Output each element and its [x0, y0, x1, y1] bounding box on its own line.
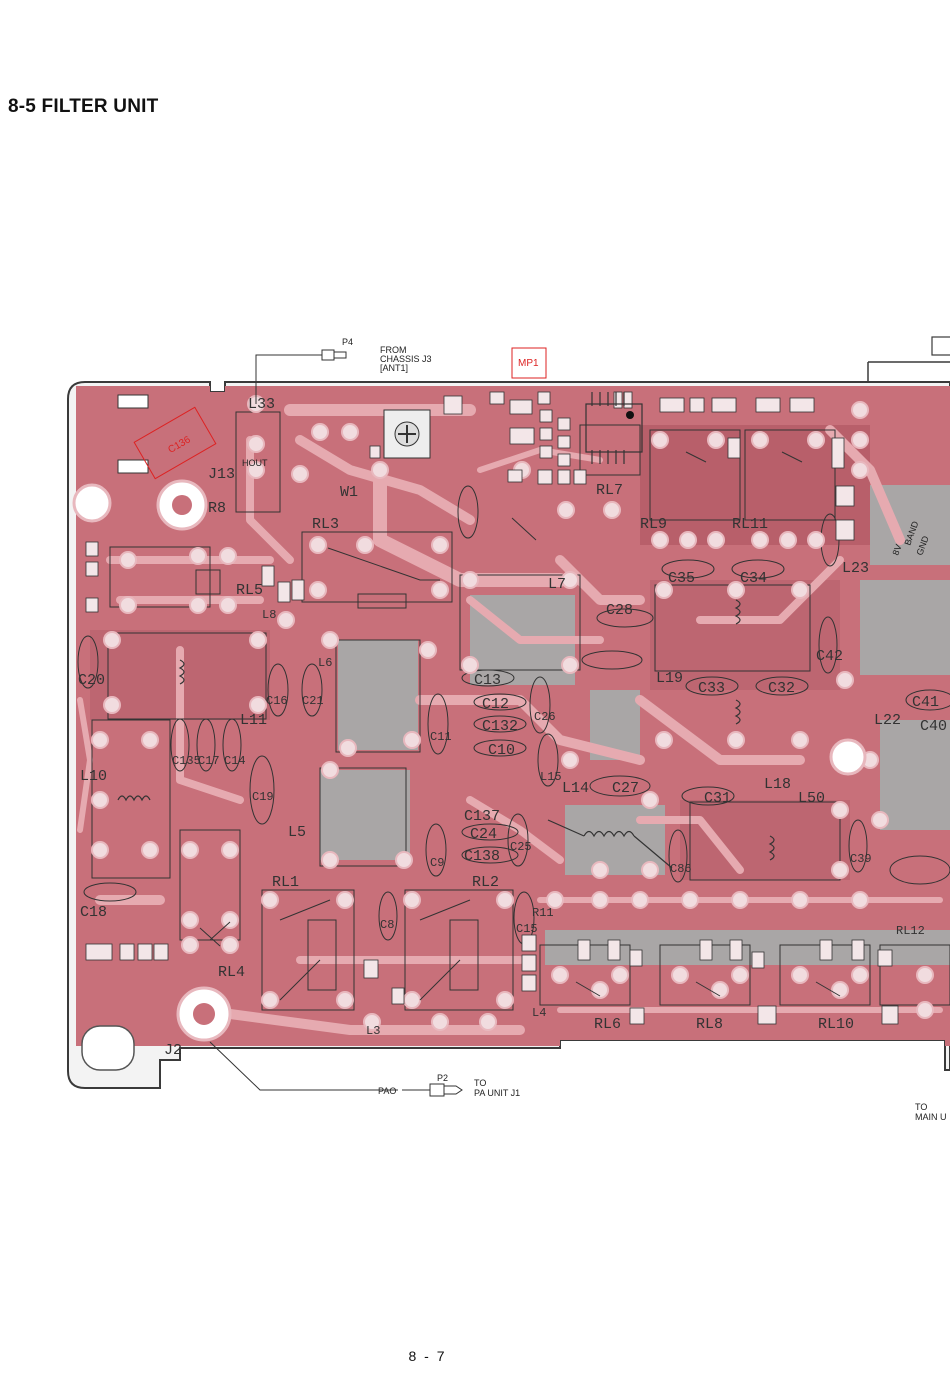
ref-c11: C11: [430, 730, 452, 744]
p2-left: PAO: [378, 1086, 396, 1096]
ref-c10: C10: [488, 742, 515, 759]
p4-id: P4: [342, 337, 353, 347]
p2-line1: TO: [474, 1078, 486, 1088]
p4-line3: [ANT1]: [380, 363, 408, 373]
ref-c25: C25: [510, 840, 532, 854]
ref-c132: C132: [482, 718, 518, 735]
ref-rl11: RL11: [732, 516, 768, 533]
ref-c14: C14: [224, 754, 246, 768]
ref-rl4: RL4: [218, 964, 245, 981]
ref-c137: C137: [464, 808, 500, 825]
ref-rl12: RL12: [896, 924, 925, 938]
ref-l33: L33: [248, 396, 275, 413]
ref-8v: 8V: [890, 543, 903, 557]
ref-rl10: RL10: [818, 1016, 854, 1033]
ground-block: [880, 720, 950, 830]
ref-c86: C86: [670, 862, 692, 876]
page-number: 8 - 7: [408, 1348, 447, 1364]
p2-id: P2: [437, 1073, 448, 1083]
main-line2: MAIN U: [915, 1112, 947, 1122]
ref-rl1: RL1: [272, 874, 299, 891]
ref-c16: C16: [266, 694, 288, 708]
ref-l8: L8: [262, 608, 276, 622]
ref-l4: L4: [532, 1006, 546, 1020]
ref-c19: C19: [252, 790, 274, 804]
ref-c32: C32: [768, 680, 795, 697]
ref-r8: R8: [208, 500, 226, 517]
ref-c9: C9: [430, 856, 444, 870]
ref-j13: J13: [208, 466, 235, 483]
ref-c39: C39: [850, 852, 872, 866]
ref-c31: C31: [704, 790, 731, 807]
ref-c18: C18: [80, 904, 107, 921]
ref-c33: C33: [698, 680, 725, 697]
p4-line1: FROM: [380, 345, 407, 355]
ref-c12: C12: [482, 696, 509, 713]
main-line1: TO: [915, 1102, 927, 1112]
ref-c17: C17: [198, 754, 220, 768]
ref-c21: C21: [302, 694, 324, 708]
ref-c27: C27: [612, 780, 639, 797]
ref-hout: HOUT: [242, 458, 268, 468]
ref-c13: C13: [474, 672, 501, 689]
ref-l50: L50: [798, 790, 825, 807]
ref-l23: L23: [842, 560, 869, 577]
ref-rl9: RL9: [640, 516, 667, 533]
ref-rl7: RL7: [596, 482, 623, 499]
ref-c40: C40: [920, 718, 947, 735]
ref-l18: L18: [764, 776, 791, 793]
ref-l19: L19: [656, 670, 683, 687]
ref-rl6: RL6: [594, 1016, 621, 1033]
ref-rl5: RL5: [236, 582, 263, 599]
ref-c35: C35: [668, 570, 695, 587]
ref-l10: L10: [80, 768, 107, 785]
ref-c24: C24: [470, 826, 497, 843]
ref-l11: L11: [240, 712, 267, 729]
ref-l15: L15: [540, 770, 562, 784]
ref-c8: C8: [380, 918, 394, 932]
p2-line2: PA UNIT J1: [474, 1088, 520, 1098]
silkscreen-labels: L33 J13 HOUT R8 W1 RL3 RL5 L8 L6 L7 C28 …: [78, 396, 947, 1059]
ground-block: [320, 770, 410, 860]
ref-l22: L22: [874, 712, 901, 729]
section-title: 8-5 FILTER UNIT: [8, 96, 159, 117]
mp1-label: MP1: [518, 358, 539, 369]
ref-l3: L3: [366, 1024, 380, 1038]
ref-l6: L6: [318, 656, 332, 670]
ref-c135: C135: [172, 754, 201, 768]
ref-l5: L5: [288, 824, 306, 841]
ref-c26: C26: [534, 710, 556, 724]
ref-rl3: RL3: [312, 516, 339, 533]
ref-c42: C42: [816, 648, 843, 665]
ref-c34: C34: [740, 570, 767, 587]
ground-block: [338, 640, 418, 750]
ground-block: [860, 580, 950, 675]
ref-c28: C28: [606, 602, 633, 619]
ref-w1: W1: [340, 484, 358, 501]
ref-l7: L7: [548, 576, 566, 593]
ref-c20: C20: [78, 672, 105, 689]
p4-line2: CHASSIS J3: [380, 354, 432, 364]
ref-j2: J2: [164, 1042, 182, 1059]
ref-rl2: RL2: [472, 874, 499, 891]
ref-rl8: RL8: [696, 1016, 723, 1033]
ref-c15: C15: [516, 922, 538, 936]
ref-l14: L14: [562, 780, 589, 797]
ref-r11: R11: [532, 906, 554, 920]
ref-c138: C138: [464, 848, 500, 865]
ref-c41: C41: [912, 694, 939, 711]
